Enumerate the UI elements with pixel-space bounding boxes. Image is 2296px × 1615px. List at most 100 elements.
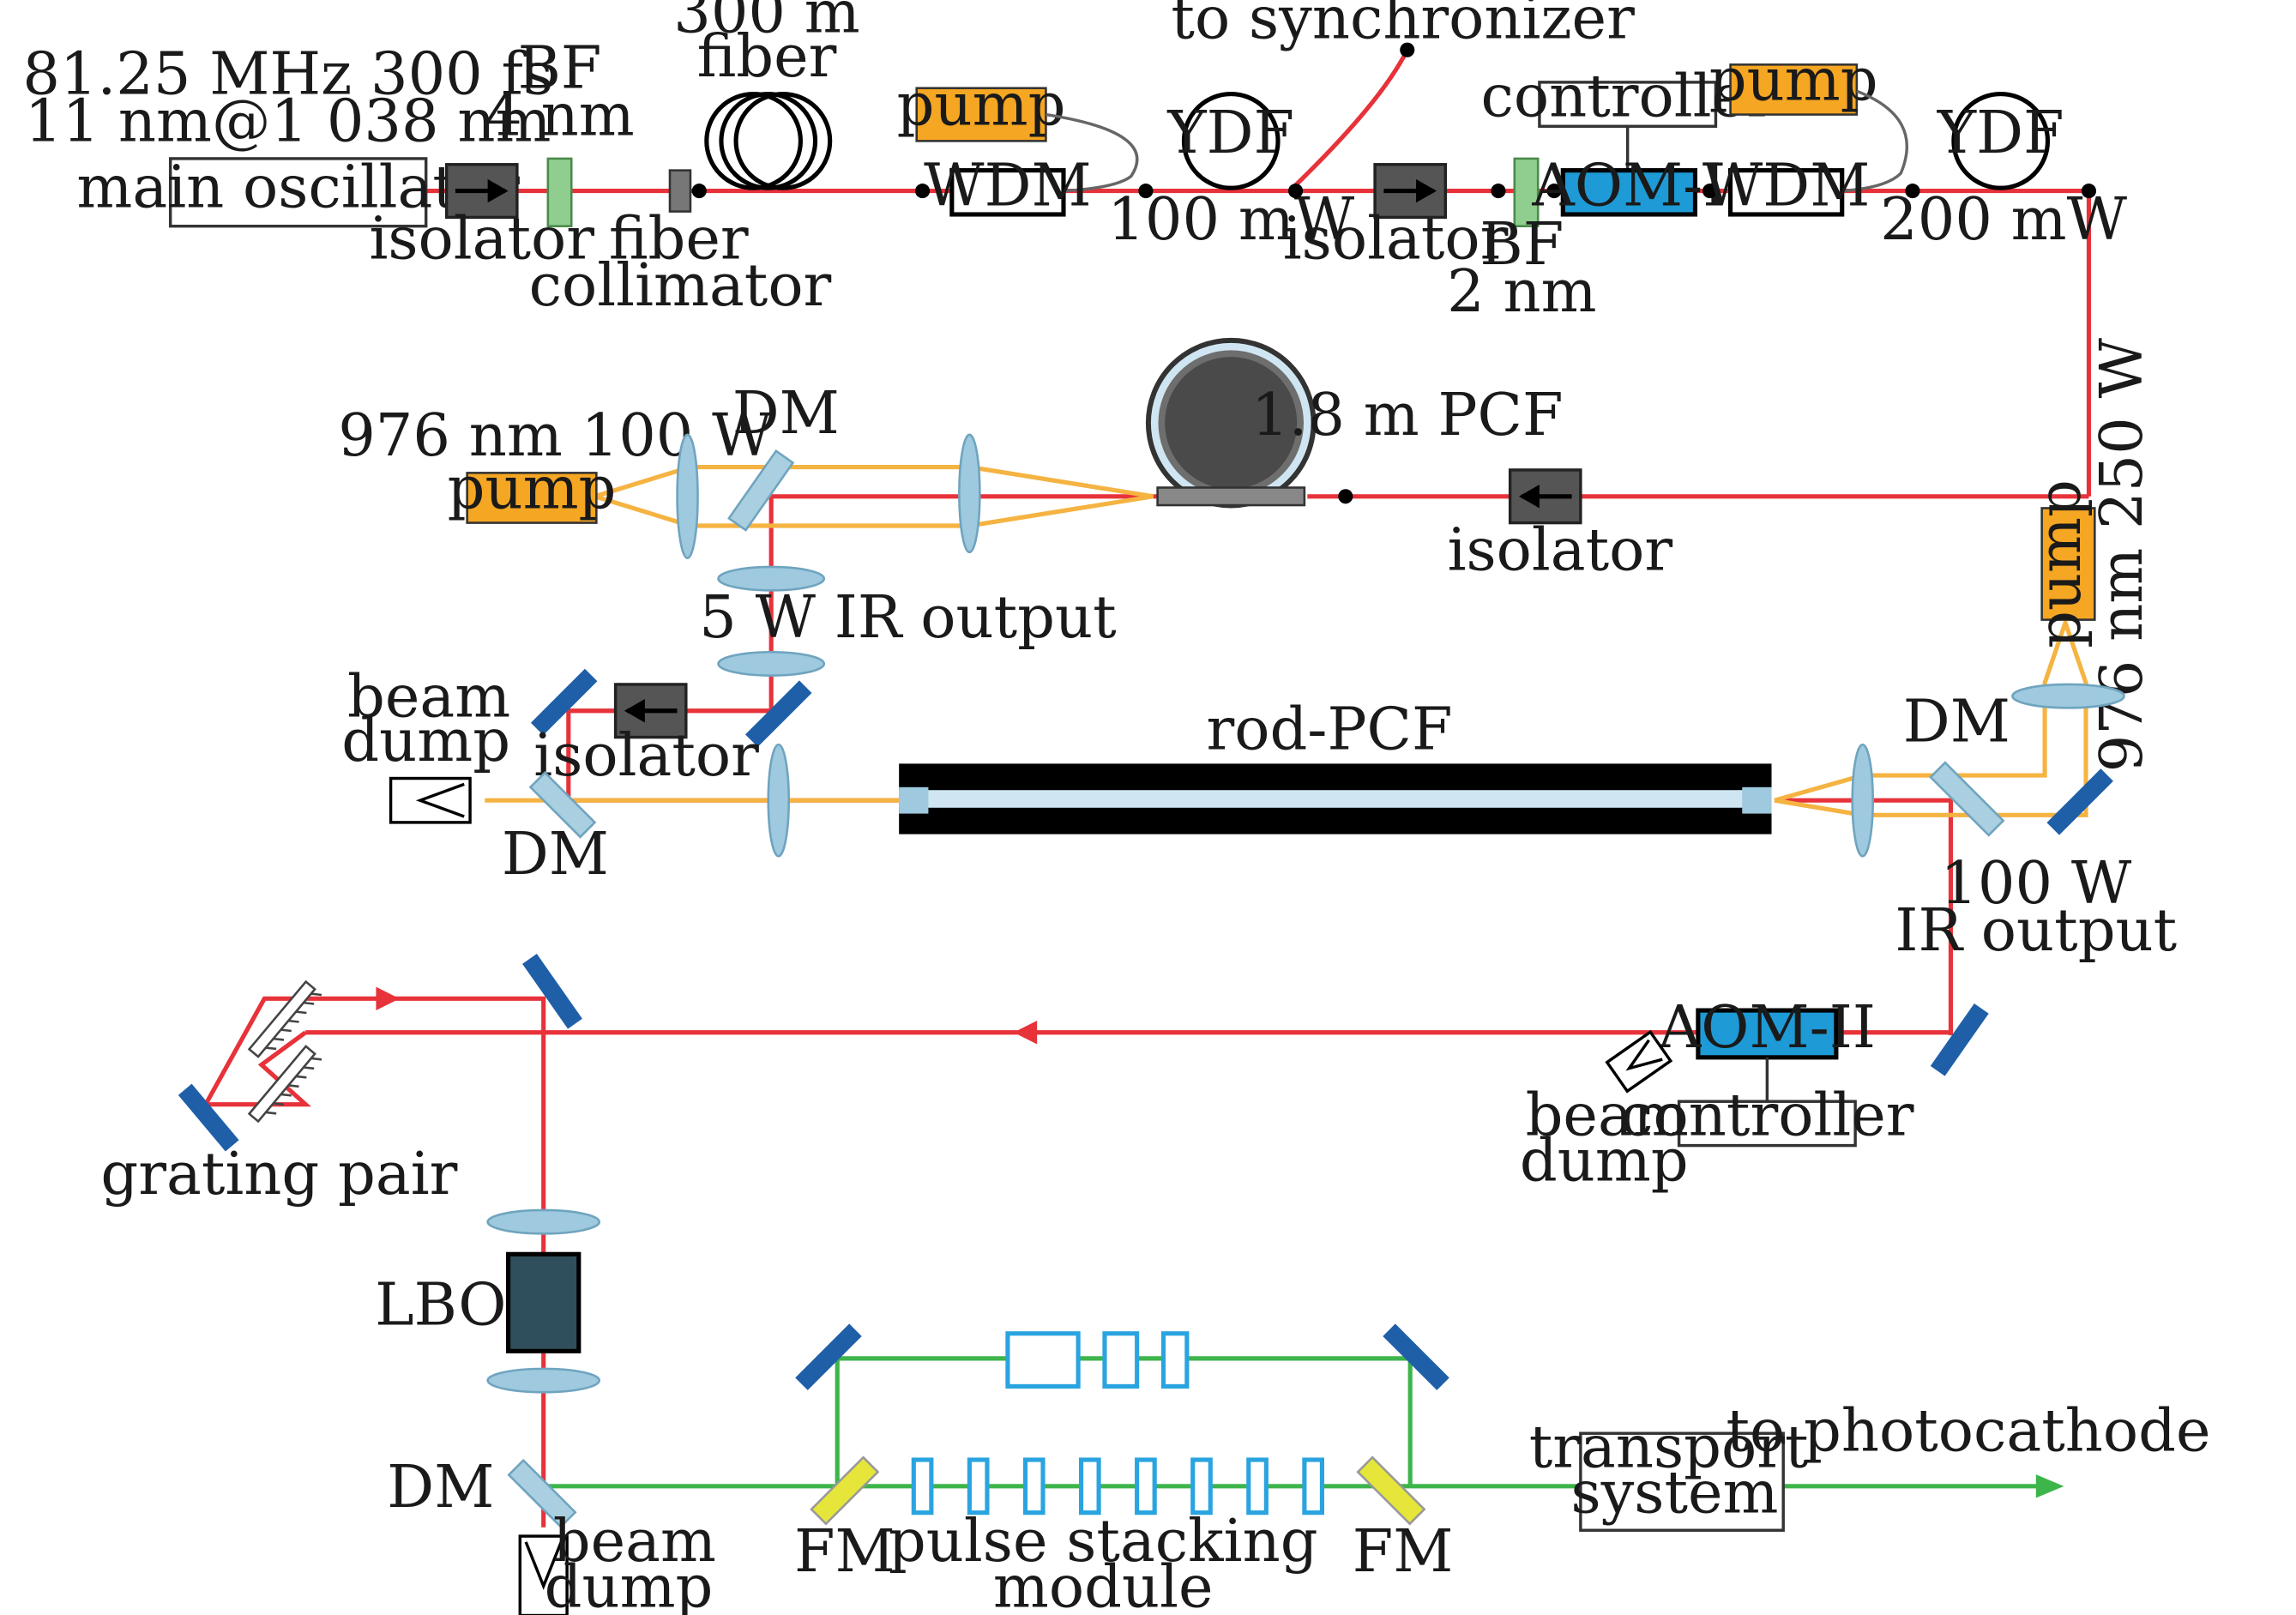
pump-box-2 [1729,63,1859,116]
pump-1-fiber [1046,112,1139,193]
beam-dump-1-label-1: beam [347,663,510,732]
lens-pump-rod [2011,683,2125,709]
aom-2-label: AOM-II [1658,993,1876,1062]
lens-shg-lower [486,1367,601,1394]
lens-5w-upper [717,565,826,592]
wdm-1-label: WDM [924,152,1091,220]
wdm-2 [1727,168,1845,217]
isolator-1 [444,163,519,220]
beam-dump-2-label-1: beam [1526,1082,1689,1150]
grating-pair [178,979,322,1152]
power-100mw-label: 100 mW [1107,185,1355,254]
ydf-2-label: YDF [1937,99,2064,167]
pump-1-label: pump [897,71,1066,140]
beam-dump-3-label-1: beam [553,1507,716,1576]
pump-2-fiber [1841,89,1909,193]
fiber-collimator [668,169,707,213]
beam-dump-1-label-2: dump [341,707,510,775]
fm-1 [810,1455,880,1526]
mirror-row3-left [530,668,598,736]
lens-shg-upper [486,1208,601,1235]
pump-beam-rod-right [1774,616,2088,817]
return-arrow [1013,1021,1038,1045]
transport-system-box [1579,1431,1785,1532]
stack-upper-elements [1005,1331,1190,1389]
splice-dot [1491,184,1506,199]
lens-pump-right [958,433,981,554]
beam-dump-3-label-2: dump [545,1552,714,1615]
ir-100w-label-2: IR output [1895,896,2177,965]
controller-box-2 [1677,1100,1857,1148]
isolator-2 [1373,163,1448,220]
splice-dot [1905,184,1920,199]
wdm-2-label: WDM [1702,152,1870,220]
bf2-label-1: BF [1479,210,1564,279]
ir-100w-label-1: 100 W [1940,849,2132,918]
pump-box-3 [466,472,598,524]
grating-mirror [178,1083,239,1152]
splice-dot [915,184,931,199]
bf4-label-2: 4 nm [485,81,634,150]
transport-label-1: transport [1529,1413,1809,1482]
mirror-return-left [522,954,582,1029]
fm-2 [1356,1455,1426,1526]
fiber300-label-1: 300 m [673,0,860,47]
lens-rod-left [767,743,791,858]
pump-2-label: pump [1709,45,1878,114]
rod-pcf-label: rod-PCF [1206,695,1452,763]
stacking-label-2: module [993,1552,1214,1615]
dm-4-label: DM [387,1453,494,1522]
pump-4-label: pump [2026,479,2094,648]
bf4-label-1: BF [518,34,602,103]
transport-label-2: system [1570,1459,1778,1528]
lens-5w-lower [717,650,826,677]
pcf-label: 1.8 m PCF [1251,381,1564,449]
grating-arrow [376,986,400,1011]
bf2-label-2: 2 nm [1447,257,1596,326]
mirror-rod-pump [2046,768,2113,835]
ydf-1-label: YDF [1166,99,1294,167]
isolator-2-label: isolator [1283,204,1509,273]
beam-dump-2 [1605,1029,1673,1094]
splice-dot [1138,184,1154,199]
dm-2-label: DM [502,820,609,889]
pump-976-100w-label: 976 nm 100 W [338,401,773,470]
splice-dot [1702,184,1718,199]
collimator-label-2: collimator [529,251,832,320]
splice-dot [1338,489,1353,504]
beam-dump-2-label-2: dump [1520,1127,1689,1196]
beam-dump-3 [518,1534,569,1615]
isolator-4-label: isolator [533,721,759,790]
controller-2-label: controller [1620,1082,1914,1150]
beam-dump-1 [389,776,472,824]
fm-1-label: FM [794,1517,895,1586]
lens-rod-right [1851,743,1874,858]
ir-5w-output-label: 5 W IR output [699,583,1116,652]
bandpass-filter-2nm [1513,157,1540,227]
pump-box-1 [915,87,1047,142]
wdm-1 [949,168,1066,217]
lbo-crystal [506,1251,582,1353]
oscillator-spec-1: 81.25 MHz 300 fs [22,40,553,109]
stack-lower-elements [911,1457,1324,1516]
pump-3-label: pump [448,454,617,522]
pcf-coil [1145,337,1317,509]
dm-3-label: DM [1903,688,2010,756]
to-synchronizer-label: to synchronizer [1171,0,1635,53]
collimator-label-1: fiber [609,204,749,273]
dm-4 [507,1458,577,1528]
green-arrowhead [2035,1474,2064,1498]
grating-beam [202,996,546,1249]
oscillator-spec-2: 11 nm@1 038 nm [25,87,551,155]
splice-dot [1288,184,1304,199]
fm-2-label: FM [1353,1517,1454,1586]
isolator-3 [1508,468,1582,525]
dm-2 [528,770,597,839]
aom-2 [1696,1008,1839,1060]
mirror-return-right [1930,1003,1989,1076]
bandpass-filter-4nm [546,157,573,227]
dm-1 [727,449,795,532]
dm-1-label: DM [732,379,840,448]
dm-3 [1929,761,2005,837]
